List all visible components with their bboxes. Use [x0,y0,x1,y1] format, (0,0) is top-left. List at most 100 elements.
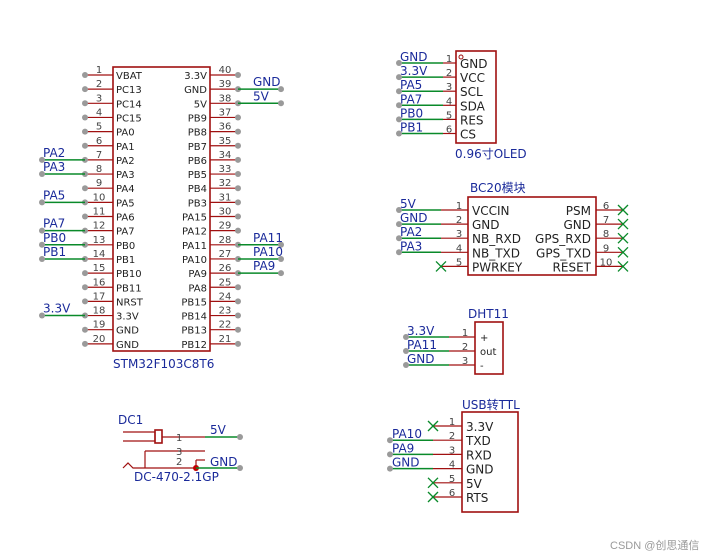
pin-number: 8 [96,164,102,175]
pin-number: 6 [96,136,102,147]
pin-number: 4 [449,460,455,471]
pin-name: PB15 [181,297,207,308]
pin-number: 3 [446,82,452,93]
wire-end-dot [235,128,241,135]
pin-number: 5 [96,122,102,133]
net-label: 3.3V [43,302,71,316]
pin-name: SDA [460,99,486,113]
pin-name: GPS_TXD [536,246,591,260]
pin-number: 2 [456,215,462,226]
pin-number: 3 [449,445,455,456]
pin-number: 9 [96,178,102,189]
bc20-title: BC20模块 [470,181,526,195]
pin-name: PA6 [116,213,135,224]
pin-number: 5 [449,474,455,485]
pin-number: 18 [93,306,106,317]
pin-number: 38 [219,93,232,104]
net-label: PA9 [253,259,275,273]
pin-name: PA10 [182,255,207,266]
pin-name: PC14 [116,99,142,110]
net-label: GND [400,50,428,64]
net-label: GND [210,455,238,469]
net-label: PA5 [400,78,422,92]
pin-name: 5V [194,99,207,110]
wire-end-dot [396,221,402,228]
pin-number: 13 [93,235,106,246]
wire-end-dot [82,340,88,347]
wire-end-dot [39,255,45,262]
wire-end-dot [396,116,402,123]
wire-end-dot [235,114,241,121]
pin-number: 5 [456,257,462,268]
wire-end-dot [235,185,241,192]
pin-number: 1 [449,417,455,428]
dc1-pin-num: 1 [176,433,182,444]
pin-name: PSM [566,204,591,218]
pin-name: NB_RXD [472,232,521,246]
pin-name: out [480,347,496,358]
wire-end-dot [82,298,88,305]
wire-end-dot [278,100,284,107]
pin-name: GND [472,218,500,232]
pin-name: 3.3V [116,312,139,323]
net-label: PB0 [43,231,66,245]
wire-end-dot [396,88,402,95]
pin-name: PB5 [188,170,207,181]
pin-name: NRST [116,297,144,308]
wire-end-dot [82,284,88,291]
wire-end-dot [82,86,88,93]
pin-name: PA3 [116,170,135,181]
pin-name: 5V [466,477,483,491]
pin-name: GND [563,218,591,232]
pin-name: PA1 [116,142,135,153]
pin-number: 4 [446,96,452,107]
dht11-title: DHT11 [468,307,509,321]
wire-end-dot [396,207,402,213]
pin-name: PB6 [188,156,207,167]
dc1-pin2-line [122,462,196,469]
pin-name: PWRKEY [472,260,523,274]
pin-number: 28 [219,235,232,246]
pin-name: GND [184,85,207,96]
wire-end-dot [82,142,88,149]
pin-name: RES [460,113,484,127]
pin-number: 16 [93,277,106,288]
wire-end-dot [82,72,88,78]
bc20-body [467,196,597,276]
pin-name: VBAT [116,71,143,82]
pin-number: 40 [219,65,232,76]
pin-number: 2 [462,342,468,353]
pin-number: 19 [93,320,106,331]
dc1-component: DC1 1 3 2 5V GND DC-470-2.1GP [118,413,243,484]
no-connect-marker [427,477,439,489]
wire-end-dot [39,171,45,178]
pin-name: PA5 [116,198,135,209]
